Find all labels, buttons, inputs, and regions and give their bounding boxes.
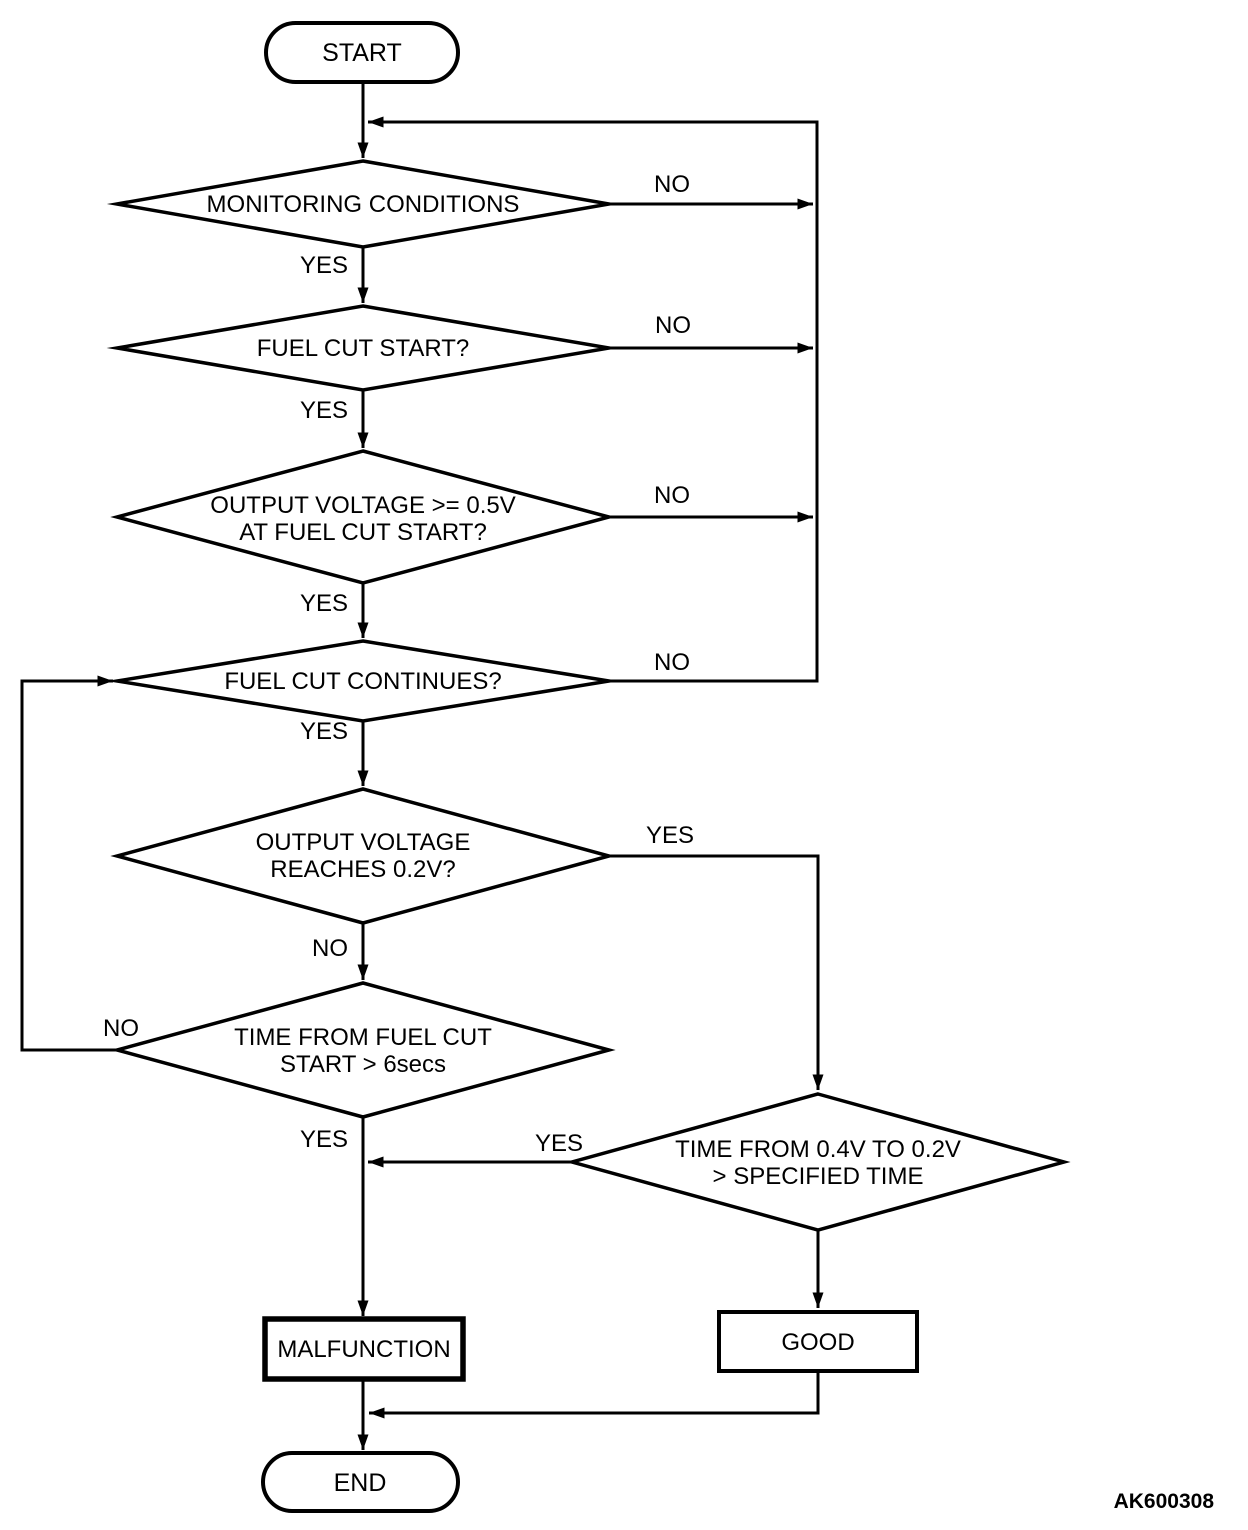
connector-time-no-loop-to-fuel-cut-continues bbox=[20, 675, 117, 1052]
branch-label-reaches-no: NO bbox=[312, 935, 348, 962]
decision-monitoring-conditions: MONITORING CONDITIONS bbox=[106, 159, 620, 249]
decision-time-from-fuel-cut-start-shape bbox=[110, 981, 616, 1119]
connector-good-to-end-line bbox=[369, 1371, 820, 1419]
branch-label-fuel-cut-continues-no: NO bbox=[654, 649, 690, 676]
malfunction-result-shape bbox=[262, 1316, 466, 1382]
branch-label-monitoring-yes: YES bbox=[300, 252, 348, 279]
node-end: END bbox=[261, 1451, 460, 1513]
decision-output-voltage-at-fuel-cut-start-shape bbox=[110, 449, 616, 585]
branch-label-monitoring-no: NO bbox=[654, 171, 690, 198]
decision-time-from-04v-to-02v-shape bbox=[565, 1092, 1071, 1232]
branch-label-fuel-cut-continues-yes: YES bbox=[300, 718, 348, 745]
decision-time-from-fuel-cut-start-line1: TIME FROM FUEL CUT bbox=[234, 1024, 492, 1051]
decision-time-from-fuel-cut-start-line2: START > 6secs bbox=[280, 1051, 446, 1078]
branch-label-fuel-cut-start-yes: YES bbox=[300, 397, 348, 424]
decision-time-from-04v-to-02v-line2: > SPECIFIED TIME bbox=[713, 1163, 924, 1190]
node-good: GOOD bbox=[717, 1310, 919, 1373]
decision-output-voltage-line1: OUTPUT VOLTAGE >= 0.5V bbox=[210, 492, 515, 519]
start-terminal-label: START bbox=[322, 39, 402, 67]
node-malfunction: MALFUNCTION bbox=[262, 1316, 466, 1382]
branch-label-fuel-cut-start-no: NO bbox=[655, 312, 691, 339]
connector-no-collector-return-loop bbox=[368, 116, 819, 683]
branch-label-output-voltage-no: NO bbox=[654, 482, 690, 509]
decision-output-voltage-reaches-shape bbox=[110, 787, 616, 925]
decision-fuel-cut-start: FUEL CUT START? bbox=[106, 304, 620, 392]
good-result-label: GOOD bbox=[781, 1329, 854, 1356]
malfunction-result-label: MALFUNCTION bbox=[277, 1336, 450, 1363]
decision-output-voltage-line2: AT FUEL CUT START? bbox=[239, 519, 487, 546]
decision-output-voltage-reaches-line1: OUTPUT VOLTAGE bbox=[256, 829, 471, 856]
branch-label-time-from-fuel-cut-no: NO bbox=[103, 1015, 139, 1042]
branch-label-reaches-yes: YES bbox=[646, 822, 694, 849]
decision-output-voltage-reaches-line2: REACHES 0.2V? bbox=[270, 856, 455, 883]
connector-reaches-yes-to-time-04-02 bbox=[609, 854, 824, 1090]
node-start: START bbox=[264, 21, 460, 84]
decision-time-from-fuel-cut-start: TIME FROM FUEL CUT START > 6secs bbox=[110, 981, 616, 1119]
decision-monitoring-conditions-label: MONITORING CONDITIONS bbox=[207, 191, 520, 218]
decision-monitoring-conditions-shape bbox=[106, 159, 620, 249]
decision-output-voltage-reaches: OUTPUT VOLTAGE REACHES 0.2V? bbox=[110, 787, 616, 925]
good-result-shape bbox=[717, 1310, 919, 1373]
branch-label-time-from-fuel-cut-yes: YES bbox=[300, 1126, 348, 1153]
decision-fuel-cut-continues: FUEL CUT CONTINUES? bbox=[106, 639, 620, 723]
branch-label-output-voltage-yes: YES bbox=[300, 590, 348, 617]
figure-code: AK600308 bbox=[1114, 1490, 1215, 1513]
decision-fuel-cut-continues-label: FUEL CUT CONTINUES? bbox=[224, 668, 501, 695]
end-terminal-shape bbox=[261, 1451, 460, 1513]
decision-fuel-cut-start-shape bbox=[106, 304, 620, 392]
branch-label-time-04-02-yes: YES bbox=[535, 1130, 583, 1157]
decision-time-from-04v-to-02v: TIME FROM 0.4V TO 0.2V > SPECIFIED TIME bbox=[565, 1092, 1071, 1232]
decision-fuel-cut-start-label: FUEL CUT START? bbox=[257, 335, 469, 362]
decision-fuel-cut-continues-shape bbox=[106, 639, 620, 723]
decision-output-voltage-at-fuel-cut-start: OUTPUT VOLTAGE >= 0.5V AT FUEL CUT START… bbox=[110, 449, 616, 585]
end-terminal-label: END bbox=[334, 1469, 387, 1497]
decision-time-from-04v-to-02v-line1: TIME FROM 0.4V TO 0.2V bbox=[675, 1136, 961, 1163]
start-terminal-shape bbox=[264, 21, 460, 84]
